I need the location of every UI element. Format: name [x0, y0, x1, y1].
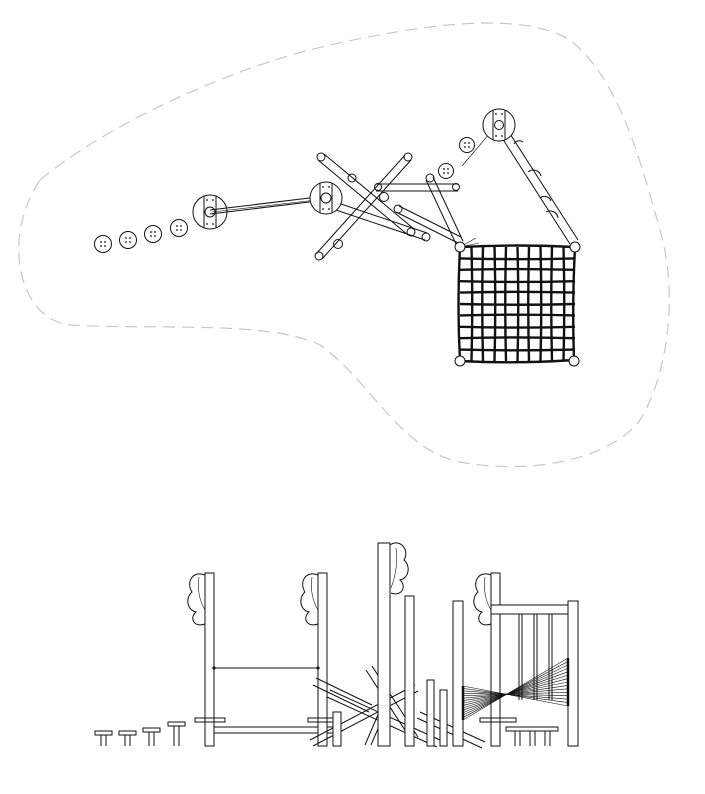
climbing-logs	[314, 152, 464, 261]
log-end-marker	[347, 173, 357, 183]
net-strand	[462, 688, 569, 703]
net-strand	[462, 690, 569, 700]
corner-post	[454, 355, 466, 367]
stepping-stone	[119, 231, 137, 249]
net-corner-posts	[454, 241, 581, 367]
corner-post	[568, 355, 580, 367]
net-rope-horizontal	[459, 313, 576, 317]
log-post	[426, 679, 435, 747]
stepping-stone-post	[142, 727, 161, 746]
stepping-stones	[94, 137, 475, 253]
ladder-holds	[513, 140, 559, 219]
corner-post	[569, 241, 581, 253]
net-strand	[462, 668, 569, 713]
platform-disc	[309, 181, 343, 215]
stepping-stone	[144, 225, 162, 243]
net-strand	[462, 688, 569, 699]
stepping-stone	[438, 163, 454, 179]
log	[312, 677, 373, 713]
stepping-stone	[94, 235, 112, 253]
net-rope-horizontal	[459, 348, 576, 352]
log	[329, 200, 431, 242]
post	[404, 595, 415, 747]
rope-traverse	[212, 666, 320, 670]
tall-post	[377, 542, 409, 747]
rope-traverse-plan	[209, 195, 327, 215]
net-strand	[462, 691, 569, 697]
log-post	[332, 711, 342, 747]
log-end-marker	[379, 192, 389, 202]
platform-disc	[482, 108, 516, 142]
net-strand	[462, 661, 569, 718]
log-post	[439, 689, 448, 747]
net-rope-vertical	[539, 246, 543, 362]
net-frame	[473, 572, 579, 747]
net-rope-horizontal	[459, 325, 576, 329]
stepping-stone-post	[118, 730, 137, 746]
stepping-stone-posts	[94, 721, 186, 746]
log	[496, 125, 579, 245]
stepping-stone	[459, 137, 475, 153]
post	[452, 600, 464, 747]
net-strand	[462, 692, 569, 697]
log-end-marker	[333, 239, 343, 249]
net-rope-horizontal	[459, 336, 576, 340]
net-strand	[462, 678, 569, 706]
corner-post	[454, 241, 466, 253]
log	[314, 152, 413, 261]
tall-post	[187, 572, 226, 747]
net-strand	[462, 681, 569, 704]
stepping-stone-post	[167, 721, 186, 746]
net-strand	[462, 685, 569, 707]
stepping-stone	[170, 219, 188, 237]
tall-post	[300, 572, 339, 747]
climbing-net	[457, 237, 577, 364]
net-rope-vertical	[527, 246, 531, 362]
base-log	[206, 726, 336, 734]
net-strand	[462, 664, 569, 716]
log	[393, 204, 462, 244]
net-strand	[462, 657, 569, 721]
platform-disc	[192, 194, 228, 230]
log	[316, 152, 416, 237]
safety-zone-outline	[18, 22, 670, 468]
log	[309, 684, 419, 747]
net-rope-vertical	[550, 246, 554, 362]
log	[374, 183, 460, 192]
elevation-view	[94, 542, 579, 749]
net-strand	[462, 671, 569, 711]
net-rope-horizontal	[459, 302, 576, 306]
stepping-stone-post	[94, 730, 113, 746]
net-grid	[459, 246, 576, 362]
plan-view	[18, 22, 670, 468]
net-rope-vertical	[562, 246, 566, 362]
log	[425, 173, 464, 245]
cross-net	[461, 657, 570, 721]
net-strand	[462, 685, 569, 701]
net-strand	[462, 674, 569, 709]
